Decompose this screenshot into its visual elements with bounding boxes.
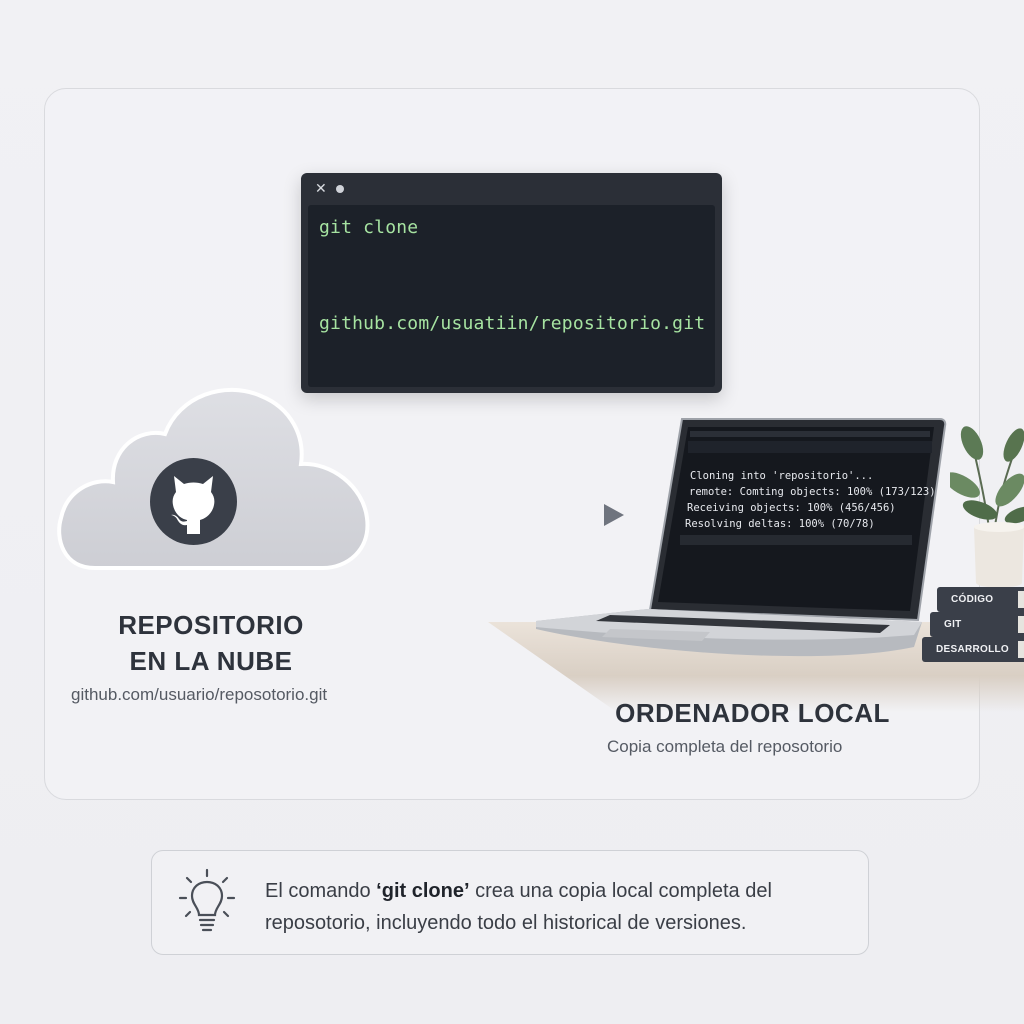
tip-suffix: crea una copia local completa del reposo… — [265, 880, 772, 934]
book-codigo: CÓDIGO — [937, 587, 1024, 612]
tip-prefix: El comando — [265, 880, 377, 902]
close-icon[interactable]: ✕ — [315, 181, 327, 197]
terminal-screen: git clone github.com/usuatiin/repositori… — [308, 205, 715, 387]
octocat-glyph — [171, 476, 215, 534]
terminal-url: github.com/usuatiin/repositorio.git — [319, 313, 706, 334]
window-dot-icon — [336, 185, 344, 193]
local-title: ORDENADOR LOCAL — [615, 698, 890, 728]
lightbulb-icon — [178, 868, 236, 932]
laptop-terminal-line: Cloning into 'repositorio'... — [690, 470, 874, 482]
cloud-title-line: REPOSITORIO — [118, 610, 304, 640]
laptop-terminal-line: remote: Comting objects: 100% (173/123) — [689, 486, 936, 498]
cloud-url: github.com/usuario/reposotorio.git — [71, 685, 328, 704]
terminal-command: git clone — [319, 217, 419, 238]
cloud-title-line: EN LA NUBE — [129, 646, 293, 676]
book-label: CÓDIGO — [951, 594, 994, 605]
book-git: GIT — [930, 612, 1024, 637]
plant-icon — [950, 426, 1024, 588]
book-label: DESARROLLO — [936, 644, 1009, 655]
cloud-title: REPOSITORIO EN LA NUBE — [96, 607, 326, 679]
book-desarrollo: DESARROLLO — [922, 637, 1024, 662]
arrow-right-icon — [376, 504, 624, 526]
laptop-terminal-line: Resolving deltas: 100% (70/78) — [685, 518, 875, 530]
terminal-window: ✕ git clone github.com/usuatiin/reposito… — [301, 173, 722, 393]
tip-text: El comando ‘git clone’ crea una copia lo… — [265, 875, 865, 939]
book-label: GIT — [944, 619, 962, 630]
tip-highlight: ‘git clone’ — [376, 880, 470, 902]
tip-box — [151, 850, 869, 955]
local-subtitle: Copia completa del reposotorio — [607, 737, 843, 756]
laptop-terminal-line: Receiving objects: 100% (456/456) — [687, 502, 896, 514]
github-octocat-icon — [150, 458, 237, 545]
laptop-icon — [536, 418, 947, 657]
terminal-titlebar: ✕ — [301, 173, 722, 205]
